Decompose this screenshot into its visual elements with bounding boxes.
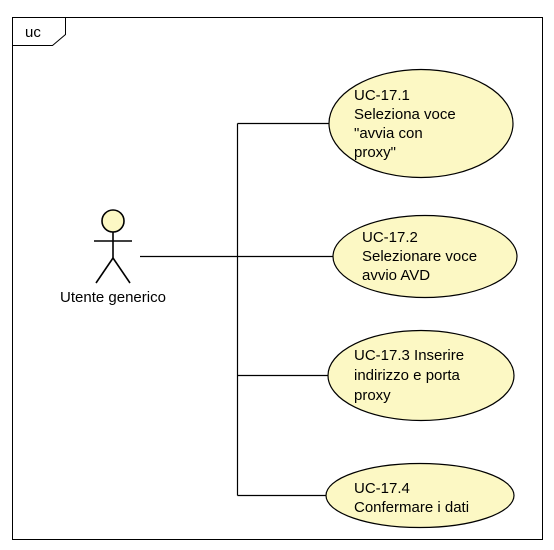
actor-left-leg <box>95 257 114 284</box>
frame-label-tab <box>12 17 66 46</box>
use-case-uc-17-2[interactable]: UC-17.2 Selezionare voce avvio AVD <box>332 214 518 299</box>
use-case-label-line: Confermare i dati <box>354 499 469 516</box>
use-case-label: UC-17.1 Seleziona voce "avvia con proxy" <box>354 87 460 161</box>
frame-label: uc <box>25 24 41 41</box>
use-case-label-line: proxy <box>354 387 391 404</box>
use-case-uc-17-1[interactable]: UC-17.1 Seleziona voce "avvia con proxy" <box>328 68 514 179</box>
use-case-label-line: Selezionare voce <box>362 248 477 265</box>
use-case-label-line: UC-17.3 Inserire <box>354 347 464 364</box>
use-case-label-line: avvio AVD <box>362 267 430 284</box>
actor-head <box>101 209 125 233</box>
use-case-label-line: "avvia con <box>354 125 423 142</box>
use-case-label: UC-17.2 Selezionare voce avvio AVD <box>362 229 481 284</box>
associations <box>140 122 333 497</box>
use-case-ellipse <box>325 462 515 529</box>
actor-right-leg <box>112 257 131 284</box>
stick-figure-actor-icon <box>94 209 132 284</box>
use-case-label: UC-17.3 Inserire indirizzo e porta proxy <box>354 347 468 404</box>
actor-utente-generico[interactable]: Utente generico <box>60 209 166 306</box>
use-case-label-line: indirizzo e porta <box>354 367 461 384</box>
use-case-uc-17-3[interactable]: UC-17.3 Inserire indirizzo e porta proxy <box>327 329 515 422</box>
use-case-ellipse <box>327 329 515 422</box>
use-case-label-line: Seleziona voce <box>354 106 456 123</box>
actor-name: Utente generico <box>60 289 166 306</box>
use-case-label-line: proxy" <box>354 144 396 161</box>
use-case-ellipse <box>328 68 514 179</box>
use-case-label-line: UC-17.2 <box>362 229 418 246</box>
use-case-label-line: UC-17.1 <box>354 87 410 104</box>
use-case-uc-17-4[interactable]: UC-17.4 Confermare i dati <box>325 462 515 529</box>
use-case-label: UC-17.4 Confermare i dati <box>354 480 469 516</box>
use-case-label-line: UC-17.4 <box>354 480 410 497</box>
use-case-ellipse <box>332 214 518 299</box>
